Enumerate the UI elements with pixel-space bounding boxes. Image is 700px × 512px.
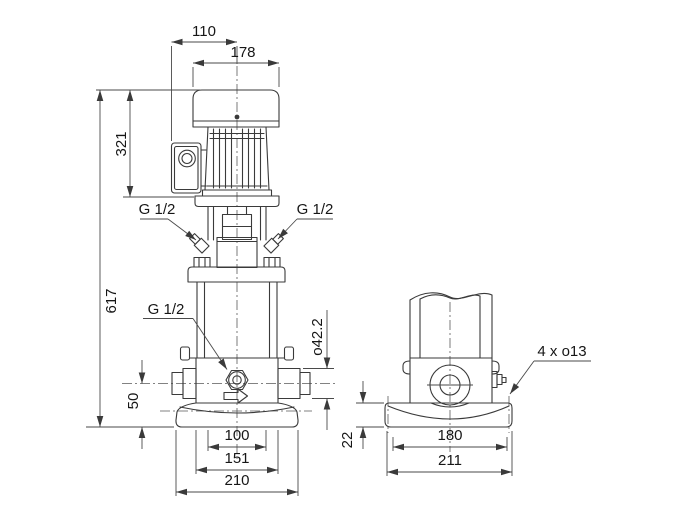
dimension-210: 210 (175, 430, 299, 496)
motor-flange (194, 195, 280, 208)
drain-plug-center (232, 375, 242, 385)
clamp-right (283, 346, 295, 361)
sleeve-and-staybolts (196, 281, 278, 359)
dim-label-port-diameter: o42.2 (309, 318, 326, 356)
pump-head (187, 233, 286, 283)
cable-entry (178, 149, 196, 168)
dim-label-100: 100 (224, 427, 249, 444)
gauge-left-text: G 1/2 (139, 201, 176, 218)
dimension-22: 22 (339, 381, 384, 449)
drain-plug-hex (225, 369, 249, 391)
break-line-outer (409, 292, 493, 301)
terminal-box-bracket (200, 149, 207, 187)
dim-label-617: 617 (103, 288, 120, 313)
plug-body (193, 237, 210, 254)
discharge-port-cap (299, 371, 311, 396)
stud-nut-right (263, 256, 281, 268)
motor-fin-bands (206, 132, 268, 187)
stud-nut-left (193, 256, 211, 268)
dim-label-151: 151 (224, 450, 249, 467)
stool-posts (207, 205, 267, 241)
gauge-plug-left (189, 233, 210, 254)
bolt-hole-centerlines (387, 396, 510, 433)
terminal-box-inner (173, 145, 199, 191)
dim-label-110: 110 (192, 23, 216, 40)
lug-left (402, 360, 411, 375)
label-gauge-left: G 1/2 (139, 201, 197, 241)
stud-nut-left-facets (198, 256, 206, 268)
head-flange (187, 266, 286, 283)
side-base (384, 402, 513, 428)
terminal-box-outer (170, 142, 202, 194)
dimension-100: 100 (207, 427, 267, 451)
front-view: 110 178 321 617 50 (86, 23, 338, 496)
base-plate-profile (179, 406, 295, 414)
drain-plug-ring (228, 371, 246, 389)
motor-body (204, 126, 270, 191)
terminal-box (170, 142, 207, 194)
dimension-211: 211 (386, 431, 513, 476)
flow-direction-arrow (223, 388, 249, 404)
coupling-section (207, 205, 267, 241)
label-gauge-right: G 1/2 (277, 201, 334, 240)
sleeve-walls (409, 294, 493, 404)
dim-label-211: 211 (438, 452, 462, 469)
dim-label-178: 178 (230, 44, 255, 61)
side-view: 22 180 211 4 x o13 (339, 292, 591, 476)
dim-label-22: 22 (339, 432, 356, 449)
motor-fins (212, 128, 262, 189)
dimension-180: 180 (392, 427, 508, 451)
side-base-profile (387, 405, 510, 420)
dimension-110: 110 (171, 23, 238, 141)
fan-cover-bolt (234, 114, 240, 120)
base-plate (175, 402, 299, 428)
side-plug-tip (501, 376, 507, 384)
dimension-port-diameter: o42.2 (303, 310, 334, 430)
gauge-right-text: G 1/2 (297, 201, 334, 218)
dim-label-321: 321 (113, 131, 130, 156)
stud-nut-right-facets (268, 256, 276, 268)
dim-label-50: 50 (125, 393, 142, 410)
side-base-plate (384, 402, 513, 428)
label-drain-plug: G 1/2 (143, 301, 228, 370)
cable-entry-inner (181, 152, 193, 165)
side-plug-mid (496, 373, 503, 386)
suction-port (182, 367, 197, 400)
break-line-inner (419, 294, 481, 300)
dimension-151: 151 (195, 430, 279, 474)
dimension-178: 178 (192, 44, 280, 87)
pipe-ports (171, 367, 311, 404)
bolt-holes-text: 4 x o13 (537, 343, 586, 360)
dim-label-180: 180 (437, 427, 462, 444)
front-base (175, 402, 299, 428)
clamp-left (179, 346, 191, 361)
dimension-50: 50 (125, 360, 146, 449)
fan-cover (192, 89, 280, 128)
dimension-321: 321 (113, 90, 194, 198)
side-body (402, 292, 507, 408)
dim-label-210: 210 (224, 472, 249, 489)
drain-plug-text: G 1/2 (148, 301, 185, 318)
dimension-617: 617 (86, 89, 200, 428)
lug-right (491, 360, 500, 375)
motor (192, 89, 280, 208)
saddle-arc (430, 402, 470, 408)
label-bolt-holes: 4 x o13 (509, 343, 591, 395)
